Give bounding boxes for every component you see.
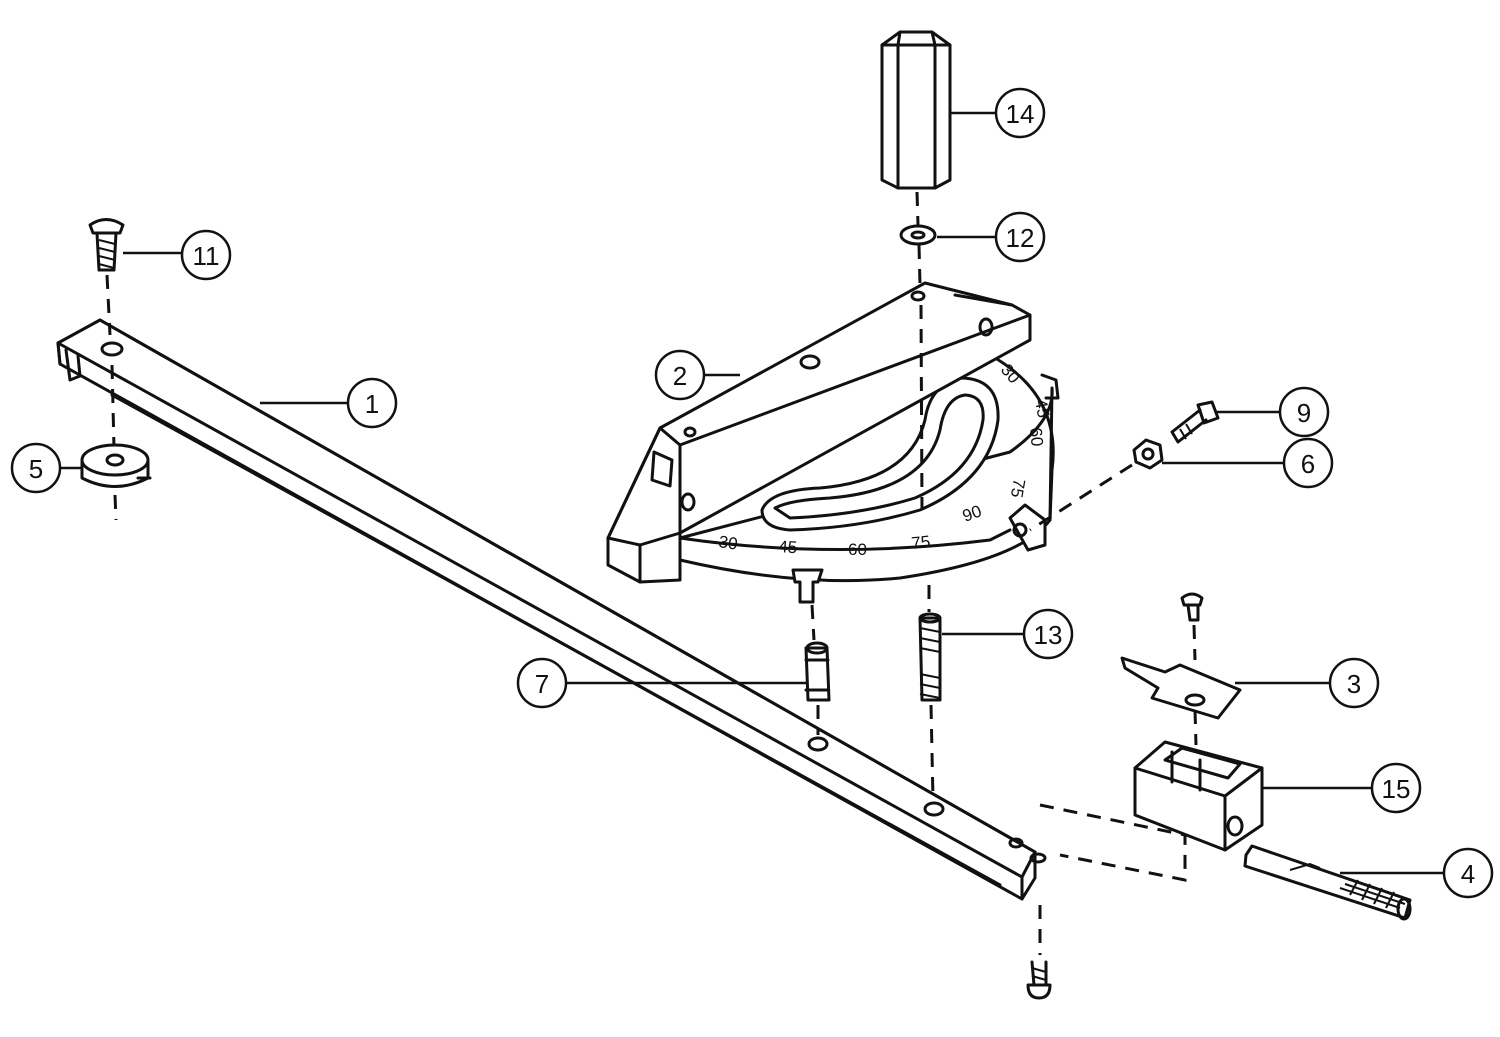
screw-11-part xyxy=(88,218,125,272)
callout-label: 14 xyxy=(1006,99,1035,129)
scale-mark-front: 30 xyxy=(717,532,738,553)
callout-label: 15 xyxy=(1382,774,1411,804)
angle-scale-front: 30 45 60 75 90 xyxy=(717,501,984,559)
callout-5: 5 xyxy=(10,442,82,494)
callout-label: 1 xyxy=(365,389,379,419)
alignment-line-7 xyxy=(810,604,820,735)
miter-gauge-body-2-part xyxy=(606,281,1060,604)
miter-bar-part xyxy=(56,318,1047,901)
pin-7-part xyxy=(804,641,831,702)
callout-11: 11 xyxy=(123,229,232,281)
handle-14-part xyxy=(880,30,952,190)
washer-12-part xyxy=(899,224,937,246)
stud-13-part xyxy=(918,612,942,702)
scale-mark-front: 75 xyxy=(910,532,931,553)
callout-label: 9 xyxy=(1297,398,1311,428)
scale-mark-front: 60 xyxy=(848,540,867,559)
callout-1: 1 xyxy=(260,377,398,429)
callout-label: 12 xyxy=(1006,223,1035,253)
callout-label: 4 xyxy=(1461,859,1475,889)
callout-4: 4 xyxy=(1340,847,1494,899)
callout-label: 2 xyxy=(673,361,687,391)
callout-label: 11 xyxy=(193,241,220,271)
scale-mark-side: 45 xyxy=(1031,397,1053,419)
callout-label: 7 xyxy=(535,669,549,699)
stop-rod-4-part xyxy=(1243,844,1412,921)
callout-13: 13 xyxy=(942,608,1074,660)
alignment-line-15 xyxy=(1039,803,1187,882)
callout-7: 7 xyxy=(516,657,806,709)
callout-label: 5 xyxy=(29,454,43,484)
stop-block-15-part xyxy=(1133,740,1264,852)
scale-mark-front: 45 xyxy=(778,537,798,557)
callout-label: 3 xyxy=(1347,669,1361,699)
callout-14: 14 xyxy=(950,87,1046,139)
callout-15: 15 xyxy=(1262,762,1422,814)
scale-mark-side: 30 xyxy=(997,360,1024,387)
guide-washer-5-part xyxy=(80,443,152,488)
alignment-line-3 xyxy=(1192,624,1198,746)
screw-3-part xyxy=(1180,592,1204,622)
alignment-line-6 xyxy=(1029,463,1133,532)
callout-label: 6 xyxy=(1301,449,1315,479)
callout-9: 9 xyxy=(1215,386,1330,438)
pointer-3-part xyxy=(1120,656,1242,720)
callout-label: 13 xyxy=(1034,620,1063,650)
scale-mark-side: 60 xyxy=(1026,427,1047,448)
alignment-line-14 xyxy=(915,191,924,511)
bottom-screw-part xyxy=(1026,960,1052,1000)
screw-9-part xyxy=(1170,400,1220,444)
scale-mark-side: 75 xyxy=(1007,477,1029,499)
callout-6: 6 xyxy=(1162,437,1334,489)
callout-2: 2 xyxy=(654,349,740,401)
alignment-line-13 xyxy=(927,585,935,801)
hex-nut-6-part xyxy=(1132,438,1164,470)
callout-3: 3 xyxy=(1235,657,1380,709)
alignment-line-11 xyxy=(105,274,112,336)
alignment-line-5 xyxy=(110,364,118,521)
callout-12: 12 xyxy=(937,211,1046,263)
